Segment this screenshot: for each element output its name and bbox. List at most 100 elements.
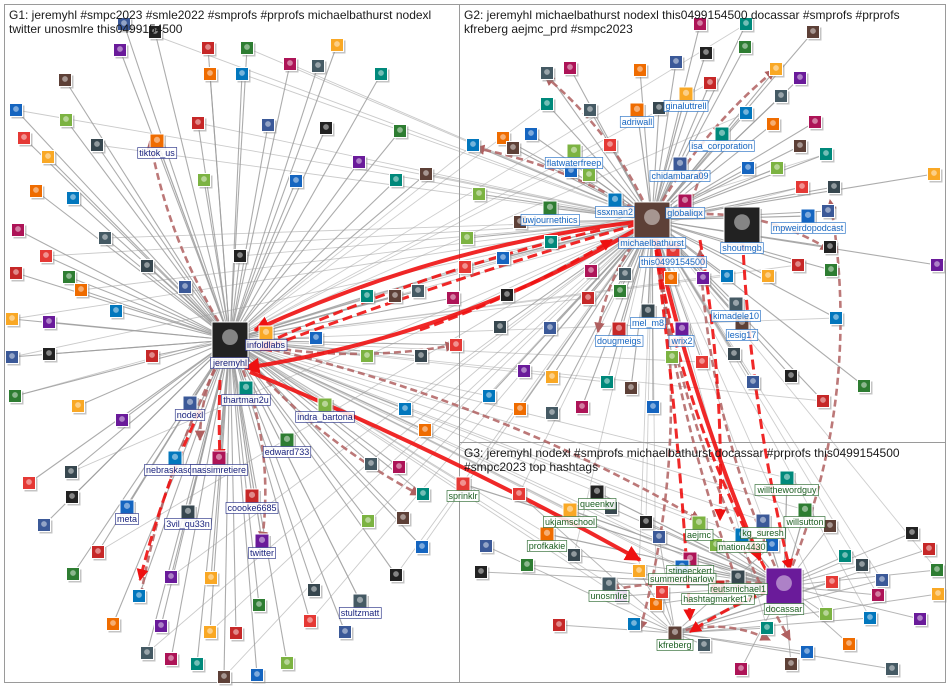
node-avatar[interactable] <box>563 61 579 77</box>
node-avatar[interactable] <box>806 25 822 41</box>
node-avatar[interactable] <box>761 269 777 285</box>
node-avatar[interactable] <box>446 291 462 307</box>
node-avatar[interactable] <box>765 538 781 554</box>
node-avatar[interactable] <box>545 406 561 422</box>
node-avatar[interactable] <box>784 369 800 385</box>
node-avatar[interactable] <box>825 575 841 591</box>
node-avatar[interactable] <box>311 59 327 75</box>
node-avatar[interactable] <box>824 263 840 279</box>
node-avatar[interactable] <box>922 542 938 558</box>
node-avatar[interactable] <box>42 347 58 363</box>
node-avatar[interactable] <box>819 147 835 163</box>
node-avatar[interactable] <box>613 284 629 300</box>
node-avatar[interactable] <box>930 258 946 274</box>
node-avatar[interactable] <box>583 103 599 119</box>
node-avatar[interactable] <box>113 43 129 59</box>
node-avatar[interactable] <box>5 312 21 328</box>
node-avatar[interactable] <box>58 73 74 89</box>
node-avatar[interactable] <box>769 62 785 78</box>
node-avatar[interactable] <box>460 231 476 247</box>
node-avatar[interactable] <box>739 106 755 122</box>
node-avatar[interactable] <box>203 67 219 83</box>
node-avatar[interactable] <box>927 167 943 183</box>
node-avatar[interactable] <box>42 315 58 331</box>
node-avatar[interactable] <box>8 389 24 405</box>
node-avatar[interactable] <box>449 338 465 354</box>
node-avatar[interactable] <box>29 184 45 200</box>
node-avatar[interactable] <box>655 585 671 601</box>
node-avatar[interactable] <box>115 413 131 429</box>
node-avatar[interactable] <box>5 350 21 366</box>
node-avatar[interactable] <box>766 117 782 133</box>
node-shoutmgb[interactable] <box>723 206 762 245</box>
node-avatar[interactable] <box>240 41 256 57</box>
node-avatar[interactable] <box>203 625 219 641</box>
node-avatar[interactable] <box>863 611 879 627</box>
node-avatar[interactable] <box>419 167 435 183</box>
node-avatar[interactable] <box>696 271 712 287</box>
node-avatar[interactable] <box>201 41 217 57</box>
node-avatar[interactable] <box>823 519 839 535</box>
node-avatar[interactable] <box>669 55 685 71</box>
node-avatar[interactable] <box>361 514 377 530</box>
node-avatar[interactable] <box>98 231 114 247</box>
node-avatar[interactable] <box>693 17 709 33</box>
node-avatar[interactable] <box>418 423 434 439</box>
node-avatar[interactable] <box>652 530 668 546</box>
node-avatar[interactable] <box>132 589 148 605</box>
node-avatar[interactable] <box>582 168 598 184</box>
node-avatar[interactable] <box>479 539 495 555</box>
node-avatar[interactable] <box>624 381 640 397</box>
node-kfreberg[interactable] <box>667 625 684 642</box>
node-flatwaterfreep[interactable] <box>566 143 583 160</box>
node-avatar[interactable] <box>388 289 404 305</box>
node-avatar[interactable] <box>389 568 405 584</box>
node-avatar[interactable] <box>784 657 800 673</box>
node-kimadele10[interactable] <box>728 296 745 313</box>
node-avatar[interactable] <box>600 375 616 391</box>
node-avatar[interactable] <box>496 251 512 267</box>
node-avatar[interactable] <box>204 571 220 587</box>
node-avatar[interactable] <box>145 349 161 365</box>
node-coooke6685[interactable] <box>244 488 261 505</box>
node-avatar[interactable] <box>458 260 474 276</box>
node-avatar[interactable] <box>17 131 33 147</box>
node-avatar[interactable] <box>106 617 122 633</box>
node-avatar[interactable] <box>829 311 845 327</box>
node-dougmeigs[interactable] <box>611 321 628 338</box>
node-avatar[interactable] <box>913 612 929 628</box>
node-avatar[interactable] <box>524 127 540 143</box>
node-avatar[interactable] <box>164 570 180 586</box>
node-avatar[interactable] <box>795 180 811 196</box>
node-avatar[interactable] <box>319 121 335 137</box>
node-avatar[interactable] <box>411 284 427 300</box>
node-edward733[interactable] <box>279 432 296 449</box>
node-avatar[interactable] <box>720 269 736 285</box>
node-meta[interactable] <box>119 499 136 516</box>
node-avatar[interactable] <box>545 370 561 386</box>
node-avatar[interactable] <box>581 291 597 307</box>
node-avatar[interactable] <box>584 264 600 280</box>
node-3vil_qu33n[interactable] <box>180 504 197 521</box>
node-reutsmichael1[interactable] <box>730 569 747 586</box>
node-twitter[interactable] <box>254 533 271 550</box>
node-avatar[interactable] <box>154 619 170 635</box>
node-avatar[interactable] <box>338 625 354 641</box>
node-avatar[interactable] <box>283 57 299 73</box>
node-stultzmatt[interactable] <box>352 593 369 610</box>
node-avatar[interactable] <box>618 267 634 283</box>
node-avatar[interactable] <box>823 240 839 256</box>
node-avatar[interactable] <box>65 490 81 506</box>
node-aejmc[interactable] <box>691 515 708 532</box>
node-avatar[interactable] <box>59 113 75 129</box>
node-ukjamschool[interactable] <box>562 502 579 519</box>
node-avatar[interactable] <box>303 614 319 630</box>
node-avatar[interactable] <box>64 465 80 481</box>
node-avatar[interactable] <box>819 607 835 623</box>
node-avatar[interactable] <box>197 173 213 189</box>
node-avatar[interactable] <box>567 548 583 564</box>
node-docassar[interactable] <box>765 567 804 606</box>
node-avatar[interactable] <box>191 116 207 132</box>
node-avatar[interactable] <box>71 399 87 415</box>
node-avatar[interactable] <box>931 587 947 603</box>
